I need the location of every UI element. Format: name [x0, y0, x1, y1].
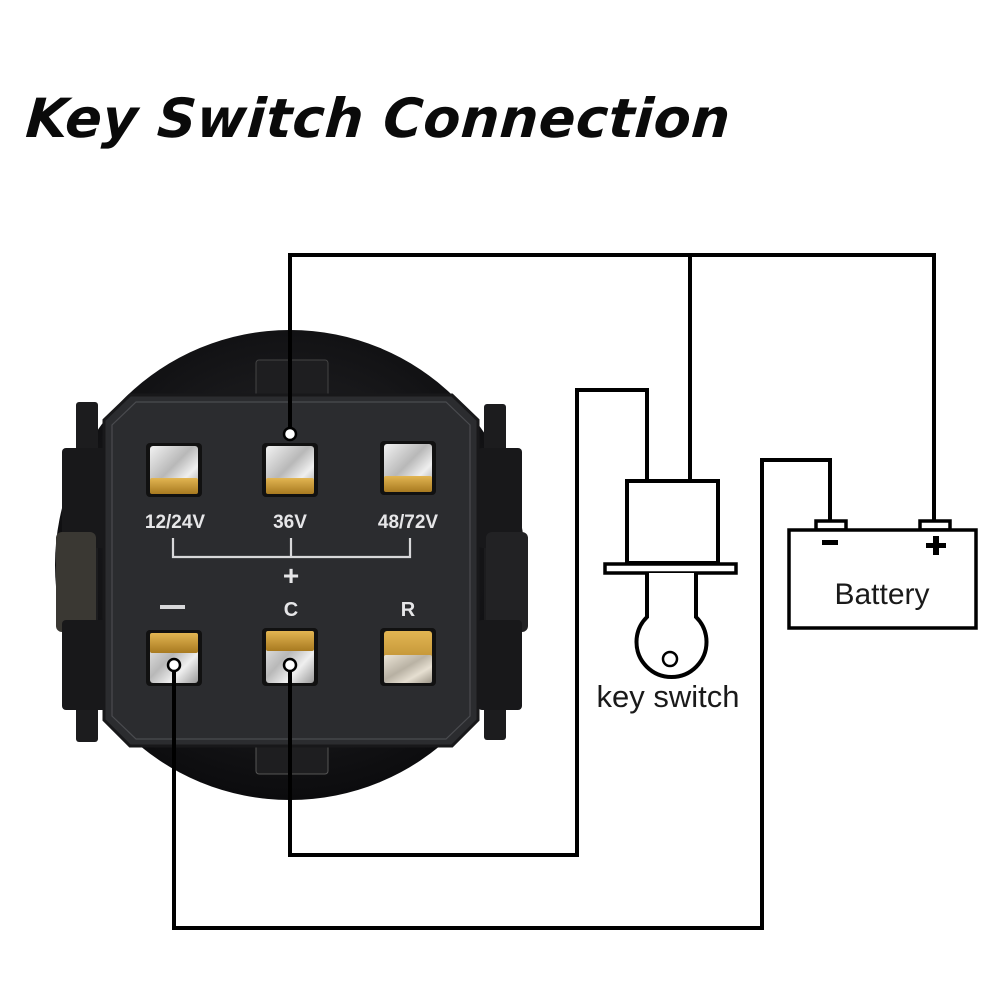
- plus-symbol: +: [283, 560, 299, 591]
- label-c: C: [284, 599, 298, 621]
- terminal-12-24v: [146, 443, 202, 497]
- wire-36v-to-battery-positive: [288, 253, 936, 522]
- terminal-c: [262, 628, 318, 686]
- key-switch-flange: [603, 562, 738, 575]
- meter-clip-left: [56, 402, 108, 742]
- terminal-48-72v: [380, 441, 436, 495]
- key-switch-keyhole: [661, 650, 679, 668]
- key-switch-label: key switch: [597, 679, 740, 714]
- key-switch-body: [625, 479, 720, 565]
- label-48-72v: 48/72V: [378, 512, 439, 533]
- battery-positive-sign: [926, 536, 946, 555]
- battery-negative-sign: [822, 540, 838, 545]
- connection-dot-negative: [166, 657, 182, 673]
- wires: [172, 253, 936, 930]
- wire-c-to-key-switch: [288, 388, 649, 857]
- connection-dot-36v: [282, 426, 298, 442]
- battery-label: Battery: [834, 578, 929, 611]
- positive-bracket: [171, 538, 412, 559]
- wire-negative-to-battery-negative: [172, 458, 832, 930]
- label-negative: [160, 605, 185, 609]
- connection-dot-c: [282, 657, 298, 673]
- terminal-36v: [262, 443, 318, 497]
- meter-clip-right: [478, 404, 528, 740]
- key-switch-symbol: [603, 479, 738, 679]
- label-12-24v: 12/24V: [145, 512, 206, 533]
- terminal-r: [380, 628, 436, 686]
- label-r: R: [401, 599, 416, 621]
- battery-symbol: [787, 519, 978, 630]
- label-36v: 36V: [273, 512, 307, 533]
- key-switch-key: [634, 573, 709, 679]
- meter-face-rim: [111, 401, 471, 740]
